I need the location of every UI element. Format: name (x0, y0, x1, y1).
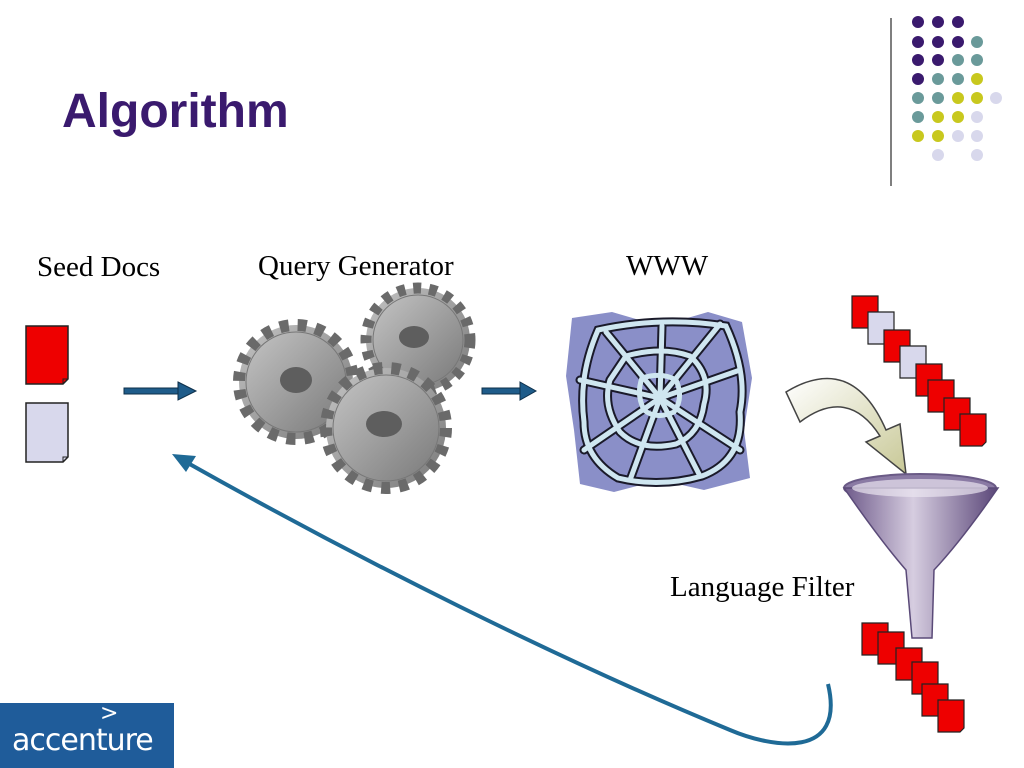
logo-text: accenture (12, 723, 154, 758)
curved-arrow-to-filter (785, 377, 907, 476)
language-filter-label: Language Filter (670, 571, 855, 603)
retrieved-docs-stack (851, 295, 987, 447)
seed-doc-red (25, 325, 69, 385)
seed-docs-label: Seed Docs (37, 251, 161, 283)
seed-doc-lavender (25, 402, 69, 463)
gear-large-bottom (320, 362, 452, 494)
slide-title: Algorithm (62, 85, 289, 138)
logo-mark: > (100, 701, 119, 726)
arrow-to-query-generator (123, 381, 198, 401)
filtered-docs-stack (861, 622, 965, 733)
spider-web-icon (566, 312, 752, 492)
query-generator-label: Query Generator (258, 250, 454, 282)
arrow-to-www (481, 381, 538, 401)
www-label: WWW (626, 250, 709, 282)
decorative-dot-grid (912, 16, 1002, 161)
feedback-arrow (172, 454, 833, 746)
accenture-logo: > accenture (0, 701, 174, 768)
funnel-icon (842, 473, 1000, 639)
gears-icon (233, 282, 476, 494)
